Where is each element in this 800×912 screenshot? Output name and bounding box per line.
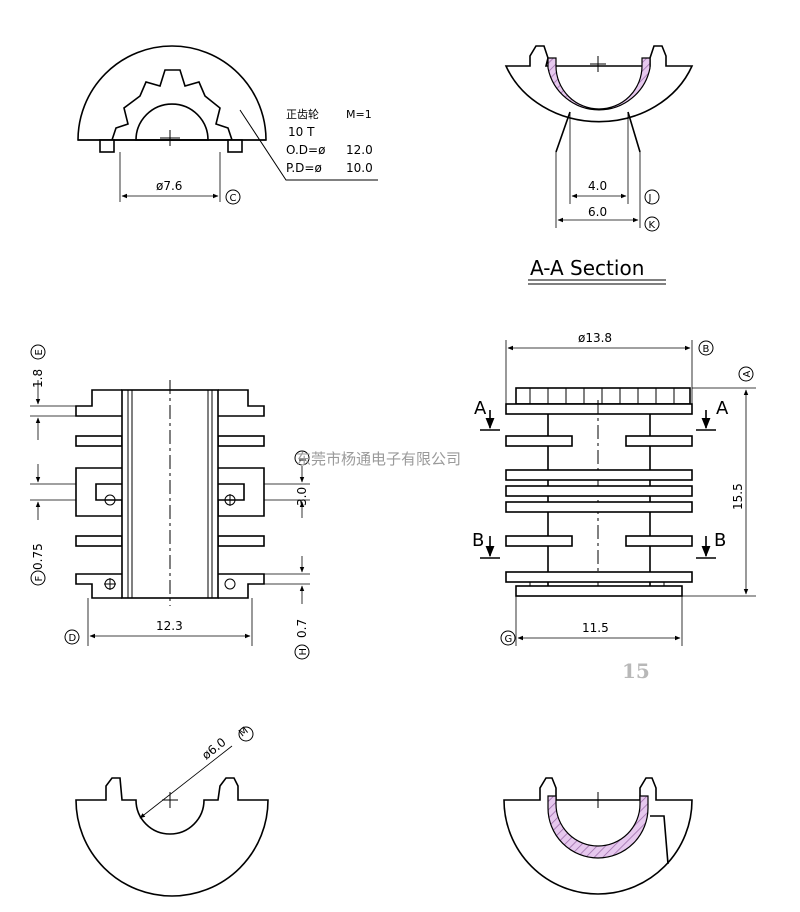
spec-text: 正齿轮 — [286, 107, 319, 121]
spec-text: P.D=ø — [286, 161, 322, 175]
bobbin-side-view: A A B B ø13.8 B 15.5 A 11.5 G — [472, 331, 756, 646]
ref-marker: C — [225, 189, 241, 205]
spec-text: 10.0 — [346, 161, 373, 175]
svg-text:B: B — [703, 344, 710, 355]
ref-marker: H — [294, 644, 310, 660]
dim-label: 12.3 — [156, 619, 183, 633]
ref-marker: E — [30, 344, 46, 360]
ref-marker: D — [64, 629, 80, 645]
svg-text:E: E — [34, 349, 45, 355]
bobbin-front-view: 1.8 E 0.75 F 3.0 I 0.7 H 12.3 — [30, 344, 310, 660]
dim-label: 6.0 — [588, 205, 607, 219]
dim-label: 11.5 — [582, 621, 609, 635]
ref-marker: M — [237, 725, 254, 742]
svg-text:D: D — [69, 633, 77, 644]
dim-label: 0.7 — [295, 619, 309, 638]
page-number: 15 — [622, 659, 650, 683]
dim-label: 3.0 — [295, 487, 309, 506]
ref-marker: A — [738, 366, 754, 382]
section-marker: B — [714, 530, 726, 551]
svg-text:C: C — [230, 193, 237, 204]
spec-text: O.D=ø — [286, 143, 325, 157]
ref-marker: G — [500, 630, 516, 646]
svg-text:H: H — [298, 648, 309, 656]
spec-text: 12.0 — [346, 143, 373, 157]
ref-marker: F — [30, 570, 46, 586]
dim-label: ø6.0 — [199, 735, 228, 762]
svg-text:I: I — [298, 459, 309, 462]
ref-marker: I — [294, 450, 310, 466]
ref-marker: J K — [644, 189, 660, 232]
dim-label: 1.8 — [31, 369, 45, 388]
bottom-view-left: ø6.0 M — [75, 725, 269, 897]
svg-text:J: J — [648, 193, 652, 204]
gear-top-view: ø7.6 C — [77, 45, 378, 205]
ref-marker: B — [698, 340, 714, 356]
svg-text:F: F — [34, 576, 45, 582]
spec-text: M=1 — [346, 108, 372, 121]
spec-text: 10 T — [288, 125, 315, 139]
svg-text:G: G — [505, 634, 513, 645]
svg-text:K: K — [649, 220, 656, 231]
dim-label: 15.5 — [731, 483, 745, 510]
section-marker: B — [472, 530, 484, 551]
svg-text:A: A — [742, 371, 753, 378]
dim-label: ø7.6 — [156, 179, 182, 193]
dim-label: 0.75 — [31, 543, 45, 570]
gear-spec: 正齿轮 M=1 10 T O.D=ø 12.0 P.D=ø 10.0 — [286, 107, 373, 175]
section-a-a-view: 4.0 6.0 J K A-A Section — [504, 45, 694, 285]
watermark: 东莞市杨通电子有限公司 — [296, 450, 461, 468]
section-marker: A — [474, 398, 487, 419]
dim-label: ø13.8 — [578, 331, 612, 345]
section-marker: A — [716, 398, 729, 419]
section-title: A-A Section — [530, 256, 644, 280]
dim-label: 4.0 — [588, 179, 607, 193]
bottom-view-right — [503, 777, 693, 895]
